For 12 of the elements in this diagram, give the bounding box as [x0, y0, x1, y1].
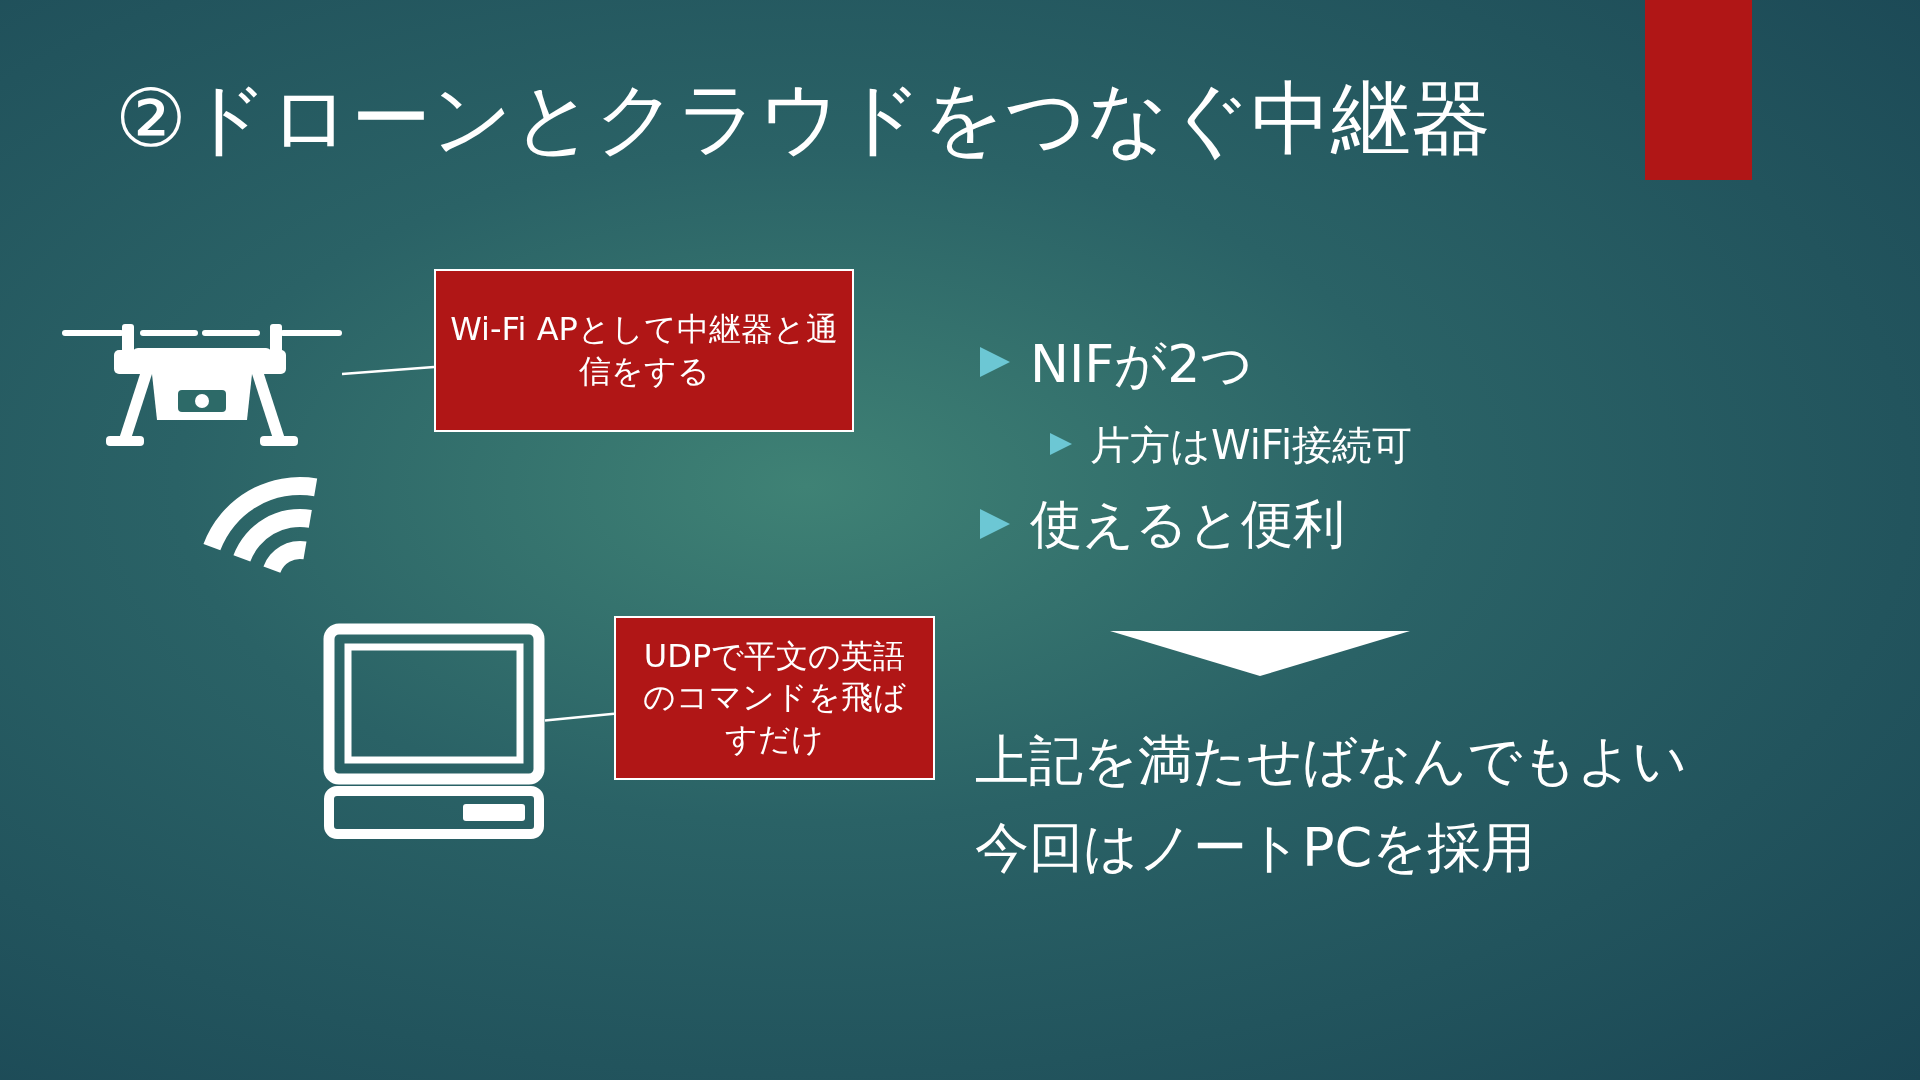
- conclusion-text: 今回はノートPCを採用: [975, 815, 1536, 881]
- bullet-text: 使えると便利: [1030, 493, 1345, 556]
- sub-bullet-text: 片方はWiFi接続可: [1090, 421, 1412, 470]
- callout-text: Wi-Fi APとして中継器と通信をする: [449, 308, 839, 392]
- slide-title: ②ドローンとクラウドをつなぐ中継器: [115, 71, 1491, 167]
- leader-line: [544, 712, 615, 722]
- callout-text: UDPで平文の英語のコマンドを飛ばすだけ: [642, 635, 907, 760]
- leader-line: [341, 365, 435, 376]
- callout-box: [614, 616, 935, 780]
- conclusion-text: 上記を満たせばなんでもよい: [975, 728, 1687, 794]
- bullet-text: NIFが2つ: [1030, 333, 1254, 396]
- callout-box: [434, 269, 854, 432]
